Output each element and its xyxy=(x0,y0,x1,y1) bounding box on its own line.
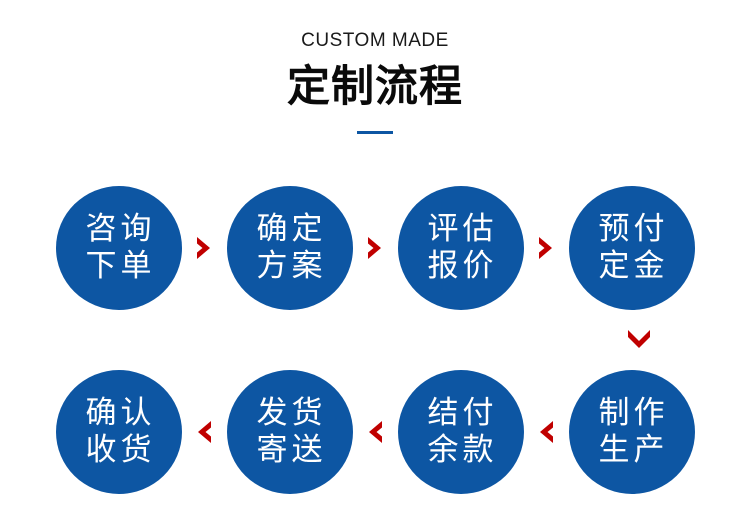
eyebrow-text: CUSTOM MADE xyxy=(301,30,449,51)
node-line-1: 评估 xyxy=(427,211,498,247)
chevron-down-icon xyxy=(626,328,652,350)
node-line-2: 定金 xyxy=(598,248,669,283)
node-line-1: 制作 xyxy=(598,395,669,431)
node-line-2: 余款 xyxy=(427,432,498,467)
node-line-1: 发货 xyxy=(256,395,327,431)
flow-node-ship-delivery[interactable]: 发货 寄送 xyxy=(226,370,353,494)
chevron-left-icon xyxy=(353,418,398,446)
node-line-1: 咨询 xyxy=(85,211,156,247)
chevron-left-icon xyxy=(182,418,227,446)
header: CUSTOM MADE 定制流程 xyxy=(0,0,750,134)
node-line-2: 报价 xyxy=(427,248,498,283)
flow-node-prepay-deposit[interactable]: 预付 定金 xyxy=(568,186,695,310)
node-line-2: 生产 xyxy=(598,432,669,467)
node-line-2: 下单 xyxy=(85,248,156,283)
flow-node-consult-order[interactable]: 咨询 下单 xyxy=(55,186,182,310)
node-line-1: 确定 xyxy=(256,211,327,247)
flow-row-2: 确认 收货 发货 寄送 结付 余款 xyxy=(0,370,750,494)
node-line-1: 预付 xyxy=(598,211,669,247)
flow-vertical-connector xyxy=(0,320,750,358)
flow-node-confirm-receipt[interactable]: 确认 收货 xyxy=(55,370,182,494)
node-line-2: 方案 xyxy=(256,248,327,283)
chevron-right-icon xyxy=(353,234,398,262)
chevron-right-icon xyxy=(182,234,227,262)
chevron-left-icon xyxy=(524,418,569,446)
flow-row-1: 咨询 下单 确定 方案 评估 报价 xyxy=(0,186,750,310)
flow-node-assess-quote[interactable]: 评估 报价 xyxy=(397,186,524,310)
flow-node-settle-balance[interactable]: 结付 余款 xyxy=(397,370,524,494)
chevron-right-icon xyxy=(524,234,569,262)
page-title: 定制流程 xyxy=(287,63,463,111)
node-line-1: 结付 xyxy=(427,395,498,431)
title-divider xyxy=(357,131,393,134)
node-line-2: 寄送 xyxy=(256,432,327,467)
flow-node-manufacture-produce[interactable]: 制作 生产 xyxy=(568,370,695,494)
node-line-2: 收货 xyxy=(85,432,156,467)
flow-node-confirm-plan[interactable]: 确定 方案 xyxy=(226,186,353,310)
node-line-1: 确认 xyxy=(85,395,156,431)
